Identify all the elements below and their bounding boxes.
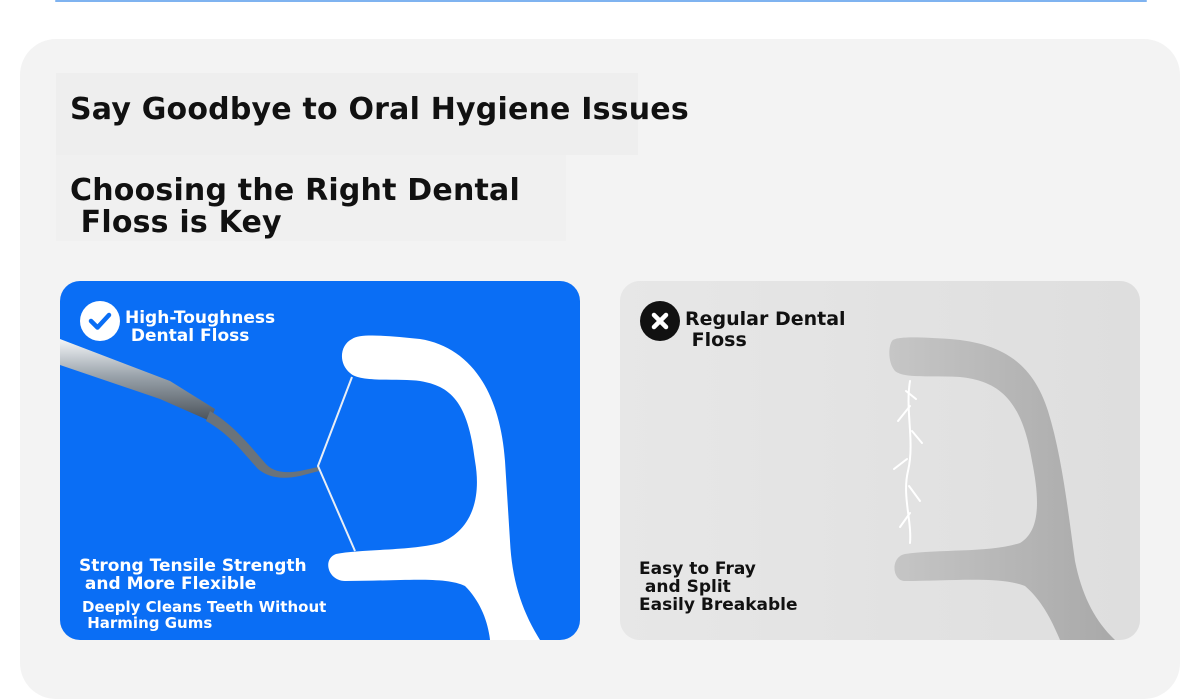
page-title: Say Goodbye to Oral Hygiene Issues [70,92,689,127]
x-circle-icon [640,301,680,341]
good-panel-title: High-Toughness Dental Floss [125,308,276,346]
check-circle-icon [80,301,120,341]
title-backdrop [56,73,638,155]
page-subtitle: Choosing the Right Dental Floss is Key [70,173,520,240]
comparison-card: Say Goodbye to Oral Hygiene Issues Choos… [20,39,1180,699]
regular-floss-panel: Regular Dental Floss Easy to Fray and Sp… [620,281,1140,640]
bad-panel-title: Regular Dental Floss [685,308,846,351]
subtitle-backdrop [56,155,566,241]
bad-feature-fray: Easy to Fray and Split [639,559,756,597]
bad-feature-breakable: Easily Breakable [639,595,798,615]
frayed-floss-pick-illustration [620,281,1140,640]
floss-pick-with-probe-illustration [60,335,540,640]
high-toughness-floss-panel: High-Toughness Dental Floss Strong Tensi… [60,281,580,640]
good-feature-gentle: Deeply Cleans Teeth Without Harming Gums [82,598,327,632]
top-divider [55,0,1147,2]
good-feature-strength: Strong Tensile Strength and More Flexibl… [79,556,307,594]
